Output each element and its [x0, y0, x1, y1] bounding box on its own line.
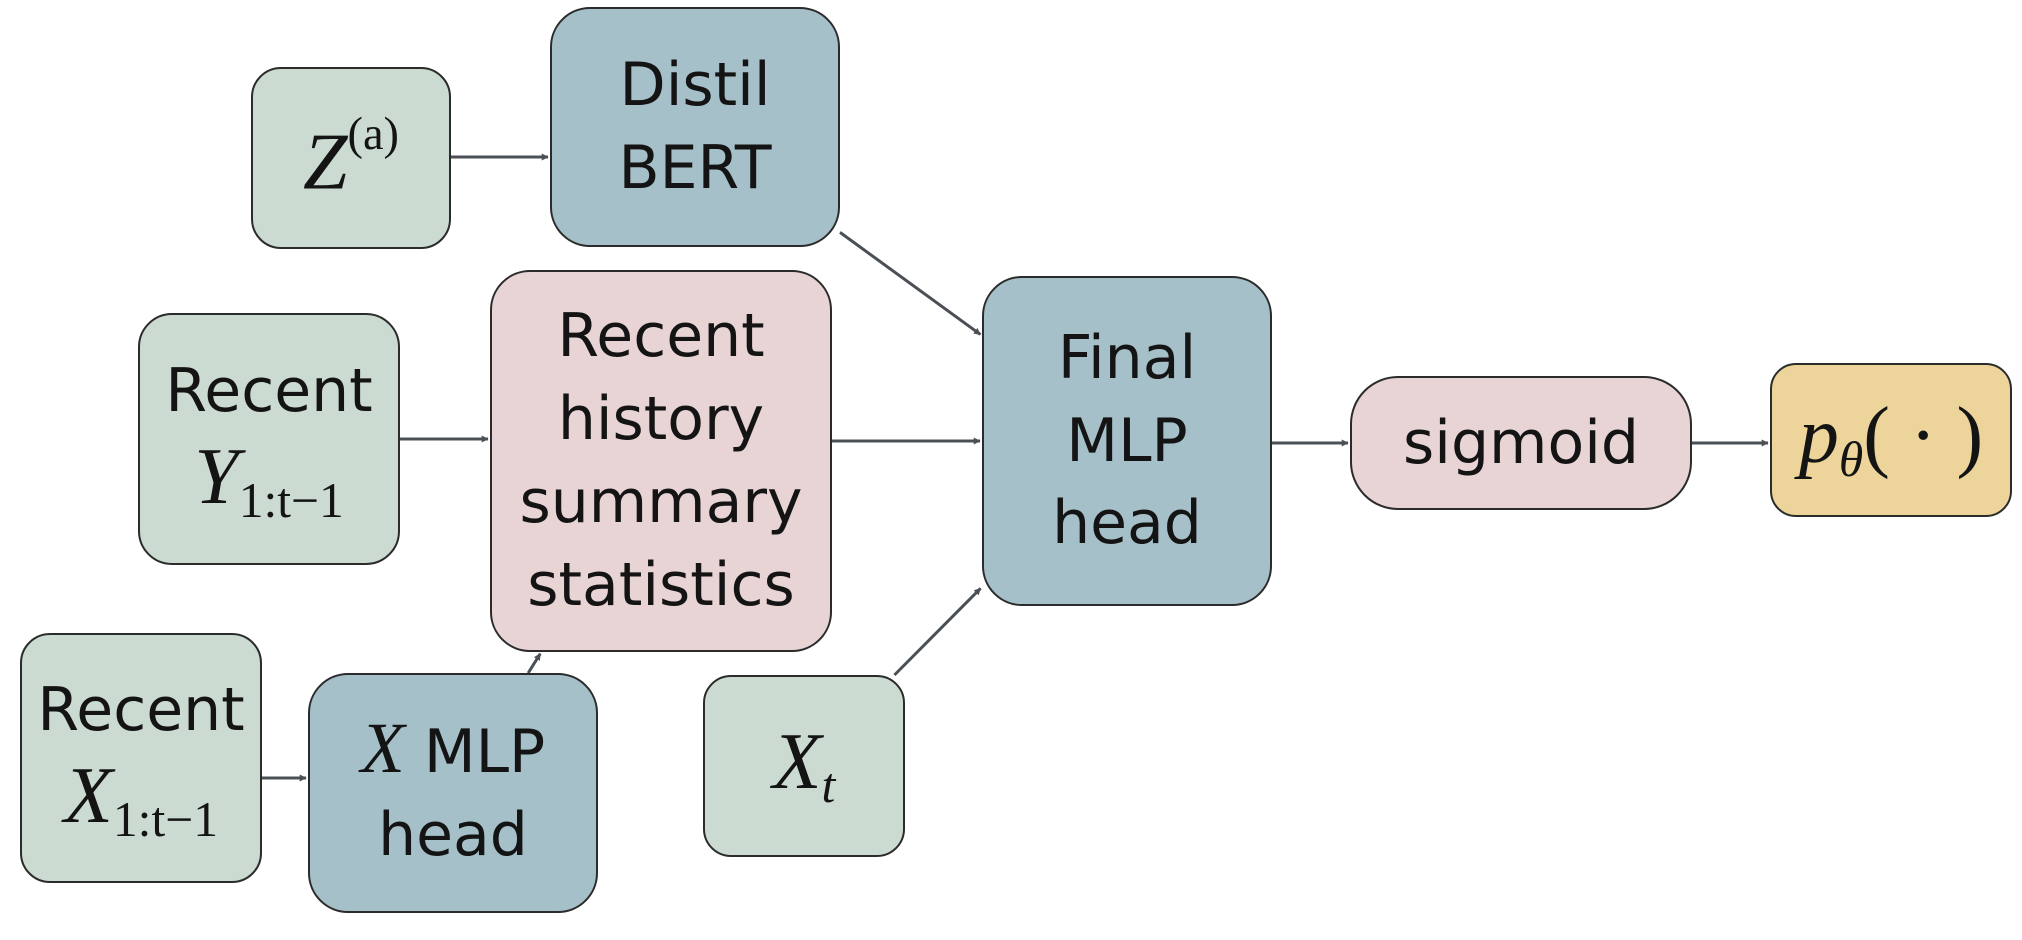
- z-input-symbol: Z(a): [303, 109, 399, 206]
- x-mlp-line1: X MLP: [361, 709, 545, 794]
- summary-line1: Recent: [557, 301, 765, 372]
- x-t-symbol: Xt: [773, 718, 836, 813]
- recent-x-label: Recent: [37, 674, 245, 745]
- x-mlp-head-node: X MLP head: [308, 673, 598, 913]
- xt-subscript: t: [821, 758, 836, 814]
- x-symbol: X: [64, 751, 113, 840]
- x-subscript: 1:t−1: [112, 791, 218, 847]
- x-t-node: Xt: [703, 675, 905, 857]
- distilbert-node: Distil BERT: [550, 7, 840, 247]
- z-superscript: (a): [347, 109, 400, 161]
- final-mlp-head-node: Final MLP head: [982, 276, 1272, 606]
- final-mlp-line1: Final: [1057, 322, 1197, 393]
- sigmoid-label: sigmoid: [1403, 407, 1639, 478]
- final-mlp-line3: head: [1052, 488, 1202, 559]
- p-subscript: θ: [1838, 432, 1864, 488]
- z-input-node: Z(a): [251, 67, 451, 249]
- distilbert-line1: Distil: [619, 50, 771, 121]
- p-symbol: p: [1798, 392, 1839, 481]
- recent-x-node: Recent X1:t−1: [20, 633, 262, 883]
- recent-y-label: Recent: [165, 355, 373, 426]
- x-mlp-label: MLP: [404, 717, 546, 788]
- y-subscript: 1:t−1: [238, 472, 344, 528]
- distilbert-line2: BERT: [618, 133, 772, 203]
- recent-y-node: Recent Y1:t−1: [138, 313, 400, 565]
- summary-line4: statistics: [527, 549, 795, 620]
- x-mlp-line2: head: [378, 800, 528, 870]
- arrow-x-t-to-final-mlp: [893, 587, 982, 677]
- summary-statistics-node: Recent history summary statistics: [490, 270, 832, 652]
- output-symbol: pθ( · ): [1799, 392, 1983, 487]
- x-mlp-symbol: X: [360, 708, 405, 789]
- recent-y-symbol: Y1:t−1: [194, 433, 344, 528]
- recent-x-symbol: X1:t−1: [64, 752, 218, 847]
- output-node: pθ( · ): [1770, 363, 2012, 517]
- y-symbol: Y: [194, 432, 239, 521]
- final-mlp-line2: MLP: [1066, 405, 1188, 476]
- summary-line3: summary: [519, 467, 803, 537]
- sigmoid-node: sigmoid: [1350, 376, 1692, 510]
- edge-group: [262, 153, 1769, 782]
- p-args: ( · ): [1863, 392, 1984, 481]
- arrow-distilbert-to-final-mlp: [839, 231, 982, 336]
- z-symbol: Z: [303, 118, 348, 207]
- summary-line2: history: [557, 384, 765, 455]
- arrow-x-mlp-to-summary: [526, 652, 542, 674]
- xt-symbol: X: [772, 718, 822, 807]
